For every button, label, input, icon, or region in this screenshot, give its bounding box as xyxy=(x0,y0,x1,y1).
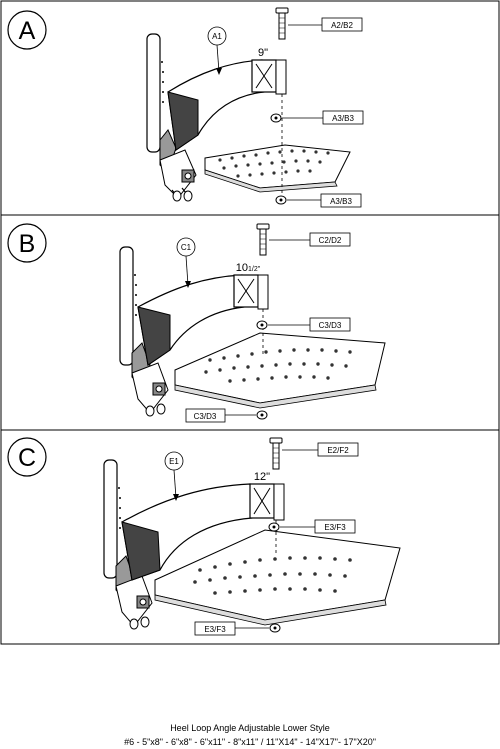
panel-c-frame xyxy=(0,429,500,645)
lower-nut xyxy=(256,410,268,420)
heel-loop-arm xyxy=(167,59,287,152)
lower-nut-label-box xyxy=(194,621,236,636)
upper-nut-label-box xyxy=(309,317,351,332)
lower-nut-label: E3/F3 xyxy=(204,625,226,634)
bolt-label-box xyxy=(309,232,351,247)
bolt xyxy=(275,7,289,40)
panel-c-letter-circle xyxy=(7,437,47,477)
lower-nut-label: A3/B3 xyxy=(330,197,352,206)
part-bubble-label: C1 xyxy=(181,243,192,252)
arm-size-label: 12" xyxy=(254,471,270,483)
lower-nut-label-box xyxy=(320,193,362,208)
bolt-label: C2/D2 xyxy=(319,236,342,245)
footplate xyxy=(204,144,351,193)
bolt-label: A2/B2 xyxy=(331,21,353,30)
panel-b-letter: B xyxy=(19,230,36,258)
upper-nut xyxy=(268,522,280,532)
heel-loop-arm xyxy=(121,483,285,581)
upper-nut xyxy=(256,320,268,330)
lower-nut xyxy=(275,195,287,205)
bolt-label-box xyxy=(321,17,363,32)
heel-loop-arm xyxy=(137,274,269,367)
upper-nut xyxy=(270,113,282,123)
lower-nut-label: C3/D3 xyxy=(194,412,217,421)
lower-nut xyxy=(269,623,281,633)
bolt xyxy=(269,437,283,470)
upper-nut-label-box xyxy=(314,519,356,534)
caption-sizes: #6 - 5"x8" - 6"x8" - 6"x11" - 8"x11" / 1… xyxy=(124,737,376,747)
panel-b-letter-circle xyxy=(7,223,47,263)
panel-a-letter: A xyxy=(19,17,36,45)
panel-b: B xyxy=(0,214,500,431)
lower-nut-label-box xyxy=(185,408,226,423)
panel-c: C xyxy=(0,429,500,645)
part-bubble-label: E1 xyxy=(169,457,179,466)
part-bubble-label: A1 xyxy=(212,32,222,41)
footplate xyxy=(174,332,386,409)
hanger-tube xyxy=(146,33,197,202)
bolt-label: E2/F2 xyxy=(327,446,349,455)
panel-a: A xyxy=(0,0,500,216)
panel-a-letter-circle xyxy=(7,10,47,50)
upper-nut-label-box xyxy=(322,110,364,125)
upper-nut-label: A3/B3 xyxy=(332,114,354,123)
panel-c-letter: C xyxy=(18,444,36,472)
upper-nut-label: E3/F3 xyxy=(324,523,346,532)
footplate xyxy=(154,529,401,626)
bolt xyxy=(256,223,270,256)
arm-size-label: 9" xyxy=(258,47,268,59)
bolt-label-box xyxy=(317,442,359,457)
arm-size-label: 101/2" xyxy=(236,262,261,274)
caption-title: Heel Loop Angle Adjustable Lower Style xyxy=(170,723,330,733)
upper-nut-label: C3/D3 xyxy=(319,321,342,330)
